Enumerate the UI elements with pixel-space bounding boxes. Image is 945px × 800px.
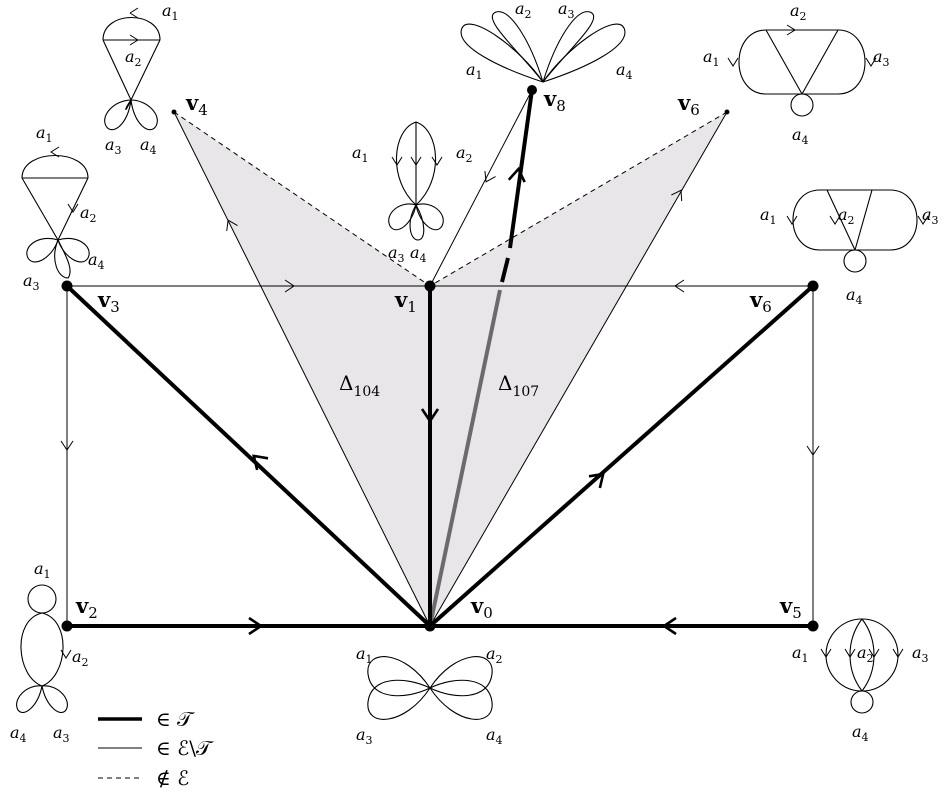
label-v1: v1 bbox=[394, 287, 417, 316]
v5-a4: a4 bbox=[852, 722, 869, 744]
v5-a3: a3 bbox=[912, 643, 929, 665]
v6-a1: a1 bbox=[760, 205, 777, 227]
ribbon-graph-v6b: a1 a2 a3 a4 bbox=[703, 1, 890, 147]
v1-a2: a2 bbox=[456, 143, 473, 165]
edge-v4-v1-dashed bbox=[173, 111, 431, 287]
v8-a1: a1 bbox=[466, 60, 483, 82]
ribbon-graph-v8: a1 a2 a3 a4 bbox=[460, 0, 633, 83]
edge-v6-v0 bbox=[428, 284, 815, 628]
v4-a3: a3 bbox=[105, 135, 122, 157]
v5-a1: a1 bbox=[792, 643, 809, 665]
v6-a2: a2 bbox=[838, 205, 855, 227]
v8-a4: a4 bbox=[616, 60, 633, 82]
v0-a1: a1 bbox=[356, 644, 373, 666]
v6-a3: a3 bbox=[922, 205, 939, 227]
label-v6b: v6 bbox=[677, 90, 700, 119]
vertex-v0 bbox=[424, 620, 436, 632]
edge-v8-v1 bbox=[429, 89, 533, 287]
label-v2: v2 bbox=[75, 593, 98, 622]
label-v4: v4 bbox=[185, 90, 208, 119]
vertex-v1 bbox=[424, 280, 436, 292]
v4-a1: a1 bbox=[162, 1, 179, 23]
edge-v3-v0 bbox=[65, 284, 432, 628]
ribbon-graph-v2: a1 a2 a4 a3 bbox=[10, 559, 89, 745]
v2-a3: a3 bbox=[53, 723, 70, 745]
ribbon-graph-v1: a1 a2 a3 a4 bbox=[352, 121, 473, 265]
legend-in-T: ∈ 𝒯 bbox=[156, 707, 195, 731]
legend-in-E-minus-T: ∈ ℰ\𝒯 bbox=[156, 736, 214, 760]
v3-a2: a2 bbox=[80, 203, 97, 225]
ribbon-graph-v4: a1 a2 a3 a4 bbox=[102, 1, 179, 157]
label-v0: v0 bbox=[470, 593, 493, 622]
v4-a4: a4 bbox=[140, 135, 157, 157]
v8-a2: a2 bbox=[515, 0, 532, 21]
v1-a1: a1 bbox=[352, 143, 369, 165]
arrow-v8-v1 bbox=[480, 170, 497, 186]
ribbon-graph-v6: a1 a2 a3 a4 bbox=[760, 189, 939, 307]
edge-v6b-v0 bbox=[429, 111, 728, 627]
vertex-v8 bbox=[527, 85, 537, 95]
v6-a4: a4 bbox=[846, 285, 863, 307]
ribbon-graph-v5: a1 a2 a3 a4 bbox=[792, 618, 929, 744]
v1-a4: a4 bbox=[410, 243, 427, 265]
edge-v6b-v1-dashed bbox=[429, 111, 728, 287]
label-v6: v6 bbox=[749, 287, 772, 316]
vertex-v2 bbox=[61, 620, 73, 632]
v3-a1: a1 bbox=[36, 123, 53, 145]
v8-a3: a3 bbox=[558, 0, 575, 21]
vertex-v4 bbox=[171, 109, 177, 115]
edge-v0-v8-gap-dash bbox=[500, 257, 510, 283]
edge-v0-v8-gray bbox=[428, 289, 502, 627]
vertex-v6b bbox=[724, 109, 730, 115]
edge-v0-v8-upper bbox=[508, 89, 534, 249]
legend-not-in-E: ∉ ℰ bbox=[156, 766, 189, 790]
label-triangle-104: Δ104 bbox=[339, 371, 380, 400]
v0-a3: a3 bbox=[356, 725, 373, 747]
legend: ∈ 𝒯 ∈ ℰ\𝒯 ∉ ℰ bbox=[98, 707, 214, 790]
v3-a3: a3 bbox=[23, 271, 40, 293]
v1-a3: a3 bbox=[388, 243, 405, 265]
ribbon-graph-v0: a1 a2 a3 a4 bbox=[356, 644, 503, 747]
v3-a4: a4 bbox=[88, 250, 105, 272]
label-triangle-107: Δ107 bbox=[498, 371, 539, 400]
label-v3: v3 bbox=[97, 287, 120, 316]
v6b-a1: a1 bbox=[703, 47, 720, 69]
v0-a2: a2 bbox=[486, 644, 503, 666]
label-v5: v5 bbox=[779, 593, 802, 622]
edge-v4-v0 bbox=[173, 111, 431, 627]
v0-a4: a4 bbox=[486, 725, 503, 747]
v2-a1: a1 bbox=[34, 559, 51, 581]
v2-a4: a4 bbox=[10, 723, 27, 745]
v6b-a3: a3 bbox=[873, 47, 890, 69]
vertex-v6 bbox=[807, 280, 819, 292]
vertex-v3 bbox=[61, 280, 73, 292]
v5-a2: a2 bbox=[857, 643, 874, 665]
v2-a2: a2 bbox=[72, 647, 89, 669]
vertex-v5 bbox=[807, 620, 819, 632]
label-v8: v8 bbox=[543, 86, 566, 115]
v6b-a2: a2 bbox=[790, 1, 807, 23]
v6b-a4: a4 bbox=[792, 125, 809, 147]
ribbon-graph-v3: a1 a2 a3 a4 bbox=[21, 123, 105, 293]
v4-a2: a2 bbox=[125, 47, 142, 69]
